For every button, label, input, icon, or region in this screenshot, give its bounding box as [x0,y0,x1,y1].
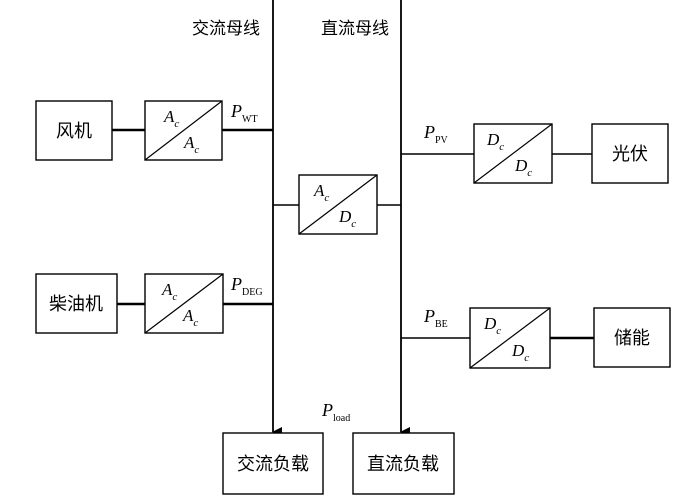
diesel-generator-label: 柴油机 [49,294,103,315]
converter-top-label: Dc [483,314,501,337]
diesel-generator-box [35,273,118,334]
energy-storage-label: 储能 [614,328,650,349]
converter-diagonal [473,123,553,184]
ac-dc-converter: Ac Dc [298,174,378,235]
p-pv-label: PPV [423,122,449,146]
p-wt-label: PWT [230,101,258,125]
p-be-label: PBE [423,306,448,330]
converter-diagonal [144,273,224,334]
ac-ac-converter-wind: Ac Ac [144,100,223,161]
converter-diagonal [144,100,223,161]
dc-dc-converter-pv: Dc Dc [473,123,553,184]
dc-load-box [352,432,455,495]
converter-bottom-label: Dc [338,207,356,230]
converter-diagonal [298,174,378,235]
p-deg-label: PDEG [230,274,263,298]
converter-bottom-label: Ac [183,133,199,156]
photovoltaic-label: 光伏 [612,144,648,165]
converter-top-label: Ac [161,280,177,303]
converter-bottom-label: Dc [511,341,529,364]
energy-storage-box [593,307,671,368]
ac-bus-label: 交流母线 [192,19,260,39]
wind-turbine-label: 风机 [56,121,92,142]
wind-turbine-box [35,100,113,161]
converter-top-label: Ac [163,107,179,130]
converter-bottom-label: Dc [514,156,532,179]
converter-top-label: Ac [313,181,329,204]
converter-bottom-label: Ac [182,306,198,329]
dc-load-label: 直流负载 [367,454,439,475]
dc-dc-converter-storage: Dc Dc [469,307,551,369]
p-load-label: Pload [321,400,350,424]
ac-load-label: 交流负载 [237,454,309,475]
converter-top-label: Dc [486,130,504,153]
ac-load-box [222,432,324,495]
dc-bus-label: 直流母线 [321,19,389,39]
ac-ac-converter-diesel: Ac Ac [144,273,224,334]
photovoltaic-box [591,123,669,184]
converter-diagonal [469,307,551,369]
